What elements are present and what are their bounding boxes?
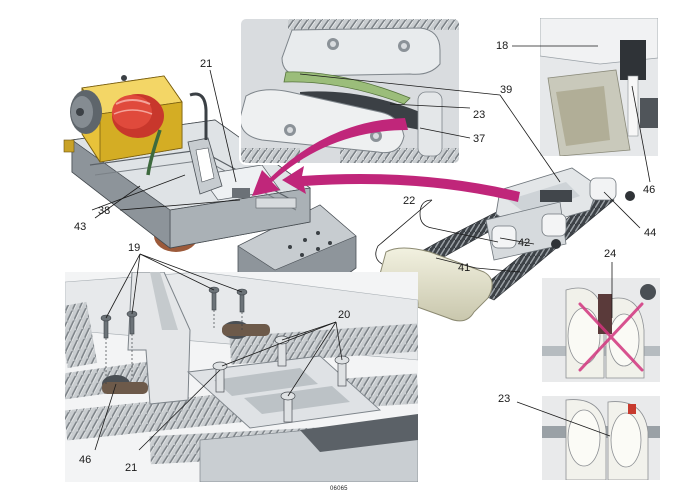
callout-21-top: 21: [200, 58, 213, 70]
callout-38: 38: [98, 205, 111, 217]
machine-head-assembly: [63, 75, 357, 301]
callout-19: 19: [128, 242, 141, 254]
base-detail-view: [65, 272, 418, 482]
callout-41: 41: [458, 262, 471, 274]
callout-22: 22: [403, 195, 416, 207]
detail-inset-right-top: [540, 18, 658, 156]
callout-37: 37: [473, 133, 486, 145]
detail-inset-wrong-position: [542, 278, 660, 382]
callout-43: 43: [74, 221, 87, 233]
leader-lines: [91, 45, 651, 451]
callout-46-right: 46: [643, 184, 656, 196]
figure-code: 06065: [330, 486, 348, 492]
callout-46-bottom: 46: [79, 454, 92, 466]
callout-23-right: 23: [498, 393, 511, 405]
callout-18: 18: [496, 40, 509, 52]
detail-inset-correct-position: [542, 396, 660, 480]
detail-inset-top: [240, 18, 460, 164]
callout-23-inset: 23: [473, 109, 486, 121]
callout-42: 42: [518, 237, 531, 249]
callout-44: 44: [644, 227, 657, 239]
callout-20: 20: [338, 309, 351, 321]
magenta-arrows: [252, 118, 520, 202]
callout-24: 24: [604, 248, 617, 260]
incorrect-cross-mark: [578, 302, 644, 372]
callout-21-bottom: 21: [125, 462, 138, 474]
callout-39: 39: [500, 84, 513, 96]
